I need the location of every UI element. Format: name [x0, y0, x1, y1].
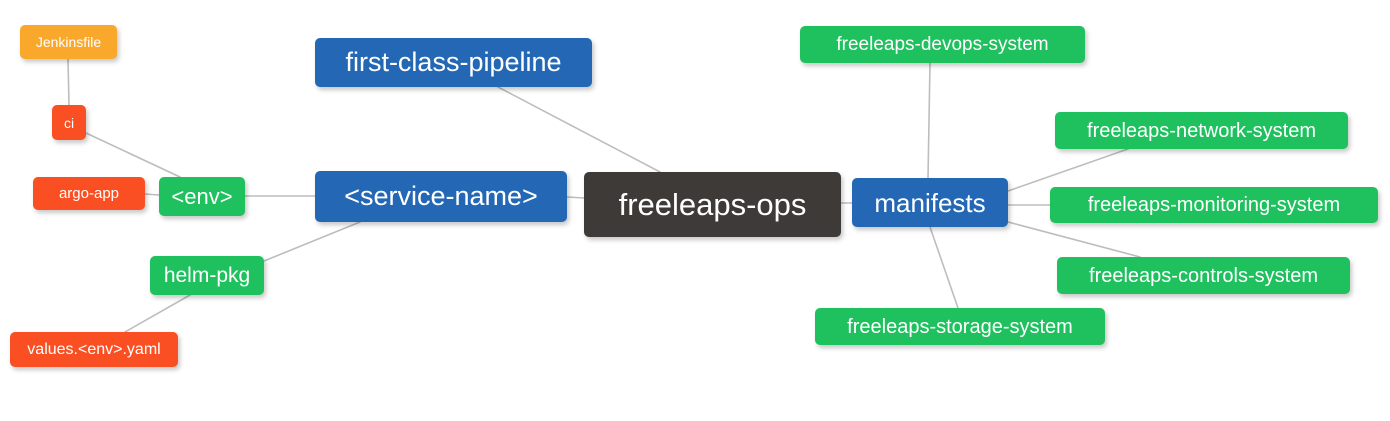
node-label-argo-app: argo-app: [58, 185, 120, 202]
edge-service-name-to-helm-pkg: [263, 221, 361, 262]
edge-service-name-to-freeleaps-ops: [566, 196, 585, 199]
mindmap-node-jenkinsfile[interactable]: Jenkinsfile: [20, 25, 117, 59]
node-label-freeleaps-monitoring-system: freeleaps-monitoring-system: [1087, 194, 1341, 216]
edge-ci-to-env: [85, 132, 181, 178]
edge-helm-pkg-to-values-yaml: [124, 294, 191, 333]
node-label-values-yaml: values.<env>.yaml: [27, 340, 161, 358]
node-label-freeleaps-ops: freeleaps-ops: [618, 187, 807, 222]
edge-manifests-to-freeleaps-storage-system: [929, 226, 959, 309]
mindmap-node-freeleaps-controls-system[interactable]: freeleaps-controls-system: [1057, 257, 1350, 294]
mindmap-node-first-class-pipeline[interactable]: first-class-pipeline: [315, 38, 592, 87]
node-label-manifests: manifests: [874, 187, 986, 218]
edge-jenkinsfile-to-ci: [67, 58, 70, 106]
node-label-env: <env>: [171, 183, 233, 209]
node-label-freeleaps-controls-system: freeleaps-controls-system: [1089, 264, 1318, 287]
edge-first-class-pipeline-to-freeleaps-ops: [497, 86, 661, 173]
mindmap-node-argo-app[interactable]: argo-app: [33, 177, 145, 210]
node-label-freeleaps-storage-system: freeleaps-storage-system: [847, 315, 1073, 338]
edge-manifests-to-freeleaps-controls-system: [1007, 221, 1141, 258]
mindmap-node-env[interactable]: <env>: [159, 177, 245, 216]
node-label-first-class-pipeline: first-class-pipeline: [345, 47, 562, 77]
node-label-ci: ci: [63, 114, 75, 131]
mindmap-node-freeleaps-network-system[interactable]: freeleaps-network-system: [1055, 112, 1348, 149]
node-label-service-name: <service-name>: [344, 181, 538, 211]
mindmap-node-service-name[interactable]: <service-name>: [315, 171, 567, 222]
node-label-helm-pkg: helm-pkg: [163, 264, 251, 287]
node-label-freeleaps-network-system: freeleaps-network-system: [1087, 119, 1316, 142]
edge-manifests-to-freeleaps-devops-system: [927, 62, 931, 179]
mindmap-node-freeleaps-devops-system[interactable]: freeleaps-devops-system: [800, 26, 1085, 63]
mindmap-node-freeleaps-ops[interactable]: freeleaps-ops: [584, 172, 841, 237]
mindmap-node-values-yaml[interactable]: values.<env>.yaml: [10, 332, 178, 367]
edge-manifests-to-freeleaps-network-system: [1007, 148, 1129, 192]
node-label-freeleaps-devops-system: freeleaps-devops-system: [836, 34, 1049, 55]
mindmap-node-manifests[interactable]: manifests: [852, 178, 1008, 227]
mindmap-node-ci[interactable]: ci: [52, 105, 86, 140]
mindmap-node-freeleaps-storage-system[interactable]: freeleaps-storage-system: [815, 308, 1105, 345]
edge-argo-app-to-env: [144, 193, 160, 196]
mindmap-node-freeleaps-monitoring-system[interactable]: freeleaps-monitoring-system: [1050, 187, 1378, 223]
mindmap-node-helm-pkg[interactable]: helm-pkg: [150, 256, 264, 295]
node-label-jenkinsfile: Jenkinsfile: [35, 34, 102, 50]
